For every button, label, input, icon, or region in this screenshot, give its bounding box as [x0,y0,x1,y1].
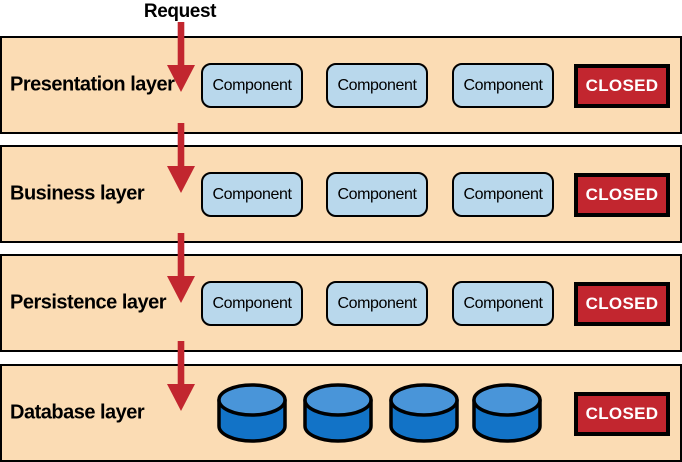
database-cylinder-icon [217,383,287,443]
component-box: Component [201,172,303,217]
down-arrow-icon [167,123,195,193]
layer-business: Business layer Component Component Compo… [0,145,682,243]
layer-business-label: Business layer [10,182,145,205]
layer-persistence: Persistence layer Component Component Co… [0,254,682,352]
component-box: Component [326,281,428,326]
request-label: Request [143,1,217,22]
layer-database-label: Database layer [10,401,145,424]
layer-presentation: Presentation layer Component Component C… [0,36,682,134]
closed-badge: CLOSED [574,64,670,108]
component-box: Component [452,172,554,217]
layer-persistence-label: Persistence layer [10,291,167,314]
closed-badge: CLOSED [574,282,670,326]
layer-presentation-label: Presentation layer [10,73,175,96]
component-box: Component [452,63,554,108]
closed-badge: CLOSED [574,392,670,436]
layer-database: Database layer CLOSED [0,364,682,462]
component-box: Component [201,281,303,326]
component-box: Component [326,172,428,217]
down-arrow-icon [167,233,195,303]
database-cylinder-icon [389,383,459,443]
component-box: Component [452,281,554,326]
closed-badge: CLOSED [574,173,670,217]
component-box: Component [326,63,428,108]
component-box: Component [201,63,303,108]
database-cylinder-icon [472,383,542,443]
down-arrow-icon [167,341,195,411]
database-cylinder-icon [303,383,373,443]
down-arrow-icon [167,22,195,92]
